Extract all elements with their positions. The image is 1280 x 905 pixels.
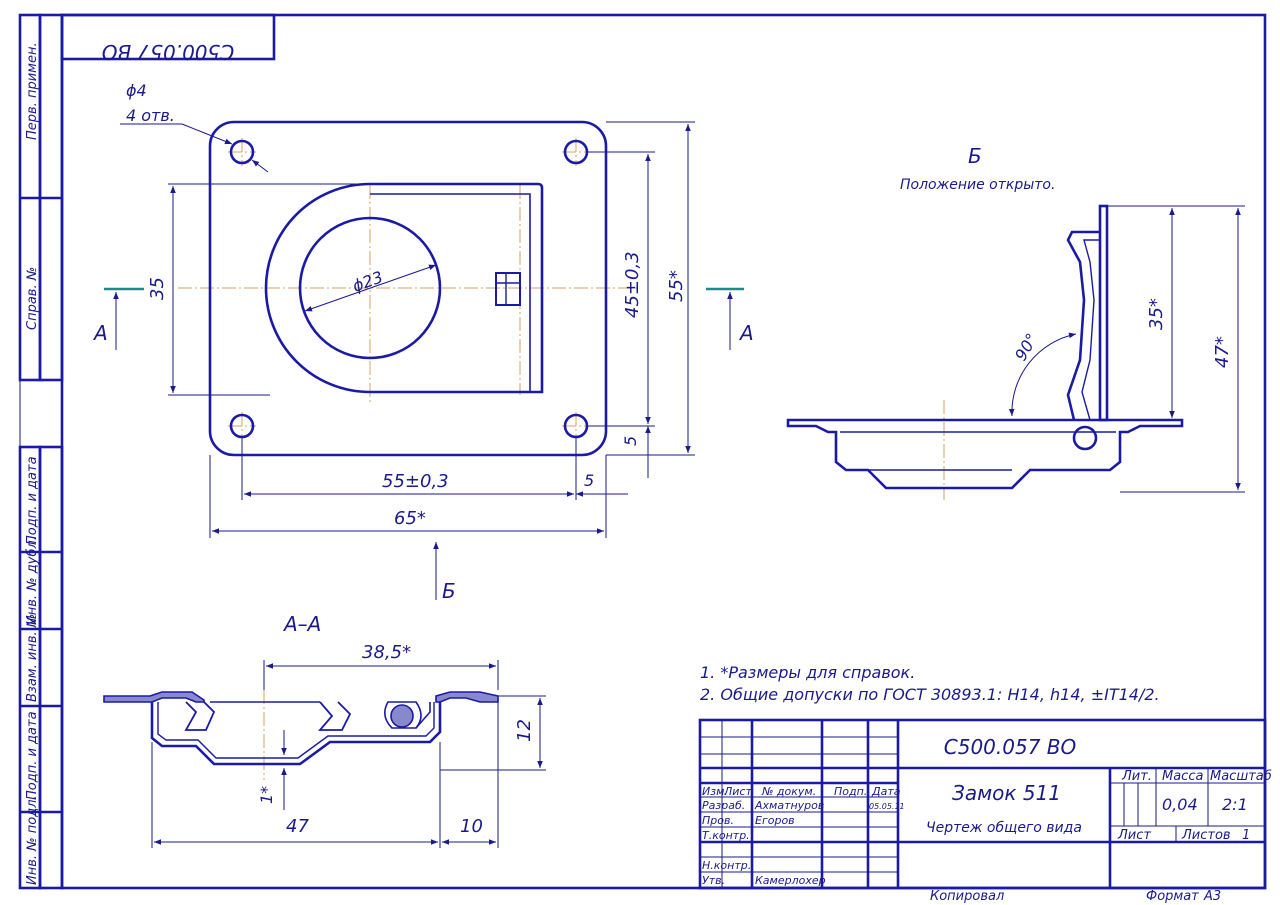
col-list: Лист: [723, 785, 752, 798]
side-stamp-labels: Перв. примен. Справ. № Подп. и дата Инв.…: [25, 42, 40, 885]
hole-diameter-label: ϕ4: [126, 81, 147, 100]
dim-w55: 55±0,3: [382, 471, 449, 492]
dim-d23: ϕ23: [350, 267, 386, 295]
dim-h45: 45±0,3: [622, 251, 643, 318]
side-label-podp-data-2: Подп. и дата: [25, 711, 40, 800]
dim-w5: 5: [584, 471, 594, 490]
title-name: Замок 511: [952, 781, 1061, 805]
note-2: 2. Общие допуски по ГОСТ 30893.1: H14, h…: [700, 685, 1160, 704]
hole-count-label: 4 отв.: [126, 106, 175, 125]
sheet-frame: [18, 13, 1267, 890]
col-nom-dokum: № докум.: [761, 785, 816, 798]
mirrored-code: С500.057 ВО: [102, 40, 235, 64]
dim-b-35: 35*: [1146, 298, 1167, 330]
format-value: А3: [1203, 889, 1221, 904]
col-data: Дата: [871, 785, 901, 798]
plan-dimensions: ϕ4 4 отв. ϕ23 35 45±0,3 55* 5 55±0,3 5: [120, 81, 695, 538]
view-subtitle: Положение открыто.: [900, 177, 1055, 193]
format-label: Формат: [1146, 889, 1199, 904]
dim-h35: 35: [147, 277, 168, 300]
view-title: Б: [968, 144, 982, 168]
plan-view: [178, 120, 640, 457]
dim-v5: 5: [621, 436, 640, 446]
row-name-razrab: Ахматнуров: [754, 799, 824, 812]
dim-b-47: 47*: [1212, 336, 1233, 368]
row-name-prov: Егоров: [755, 814, 795, 827]
sheets-value: 1: [1242, 828, 1250, 843]
col-izm: Изм.: [702, 785, 728, 798]
dim-b-90: 90°: [1011, 330, 1042, 364]
sheets-label: Листов: [1181, 828, 1231, 843]
scale-value: 2:1: [1222, 795, 1248, 814]
note-1: 1. *Размеры для справок.: [700, 663, 915, 682]
row-date-razrab: 05.05.11: [869, 802, 905, 811]
sheet-label: Лист: [1117, 828, 1151, 843]
technical-notes: 1. *Размеры для справок. 2. Общие допуск…: [700, 663, 1160, 704]
side-label-sprav: Справ. №: [25, 267, 40, 330]
mass-value: 0,04: [1162, 795, 1198, 814]
dim-w65: 65*: [394, 508, 426, 529]
title-code: С500.057 ВО: [944, 735, 1077, 759]
row-name-utv: Камерлохер: [755, 874, 826, 887]
title-block: С500.057 ВО Замок 511 Чертеж общего вида…: [698, 718, 1272, 904]
side-label-inv-podl: Инв. № подл.: [25, 795, 40, 885]
title-doc-type: Чертеж общего вида: [926, 820, 1082, 836]
cut-plane-markers: А А Б: [92, 287, 754, 603]
row-role-prov: Пров.: [702, 814, 734, 827]
view-letter-arrow: Б: [442, 579, 456, 603]
view-b: Б Положение открыто. 90° 35* 47*: [786, 144, 1245, 500]
dim-sec-38: 38,5*: [362, 642, 411, 663]
side-label-inv-dubl: Инв. № дубл.: [25, 536, 40, 625]
row-role-razrab: Разраб.: [702, 799, 745, 812]
mirrored-code-box: С500.057 ВО: [60, 13, 276, 64]
lit-label: Лит.: [1121, 769, 1152, 784]
dim-sec-12: 12: [514, 719, 535, 742]
dim-sec-10: 10: [460, 816, 483, 837]
cut-letter-left: А: [92, 321, 108, 345]
dim-sec-47: 47: [286, 816, 309, 837]
section-title: А–А: [282, 612, 321, 636]
row-role-tkontr: Т.контр.: [702, 829, 750, 842]
cut-letter-right: А: [738, 321, 754, 345]
scale-label: Масштаб: [1210, 769, 1272, 784]
row-role-nkontr: Н.контр.: [702, 859, 751, 872]
side-label-vzam-inv: Взам. инв. №: [25, 614, 40, 702]
side-label-podp-data-1: Подп. и дата: [25, 456, 40, 545]
col-podp: Подп.: [834, 785, 867, 798]
copied-label: Копировал: [930, 889, 1004, 904]
row-role-utv: Утв.: [702, 874, 725, 887]
dim-sec-1: 1*: [257, 786, 276, 804]
section-a-a: А–А 38,5* 12 1* 47 10: [103, 612, 546, 848]
dim-h55: 55*: [666, 270, 687, 302]
side-label-perv-primen: Перв. примен.: [25, 42, 40, 140]
mass-label: Масса: [1162, 769, 1203, 784]
